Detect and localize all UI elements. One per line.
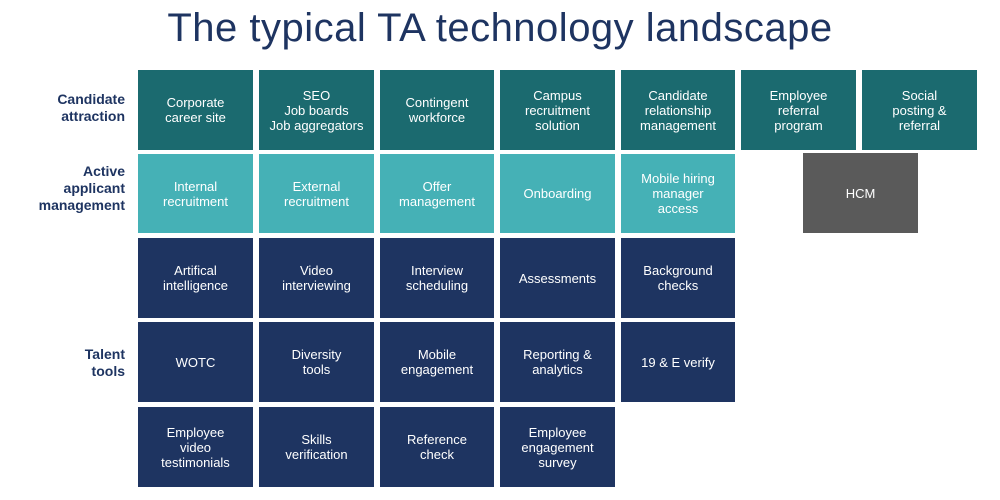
tile-hcm: HCM [803, 153, 918, 233]
tile-assessments: Assessments [500, 238, 615, 318]
tile-candidate-relationship-management: Candidate relationship management [621, 70, 735, 150]
tile-mobile-engagement: Mobile engagement [380, 322, 494, 402]
tile-employee-video-testimonials: Employee video testimonials [138, 407, 253, 487]
page-title: The typical TA technology landscape [167, 6, 833, 50]
tile-campus-recruitment: Campus recruitment solution [500, 70, 615, 150]
tile-onboarding: Onboarding [500, 154, 615, 233]
tile-interview-scheduling: Interview scheduling [380, 238, 494, 318]
tile-seo-job-boards: SEO Job boards Job aggregators [259, 70, 374, 150]
tile-employee-engagement-survey: Employee engagement survey [500, 407, 615, 487]
tile-video-interviewing: Video interviewing [259, 238, 374, 318]
tile-background-checks: Background checks [621, 238, 735, 318]
tile-contingent-workforce: Contingent workforce [380, 70, 494, 150]
tile-skills-verification: Skills verification [259, 407, 374, 487]
tile-external-recruitment: External recruitment [259, 154, 374, 233]
tile-reference-check: Reference check [380, 407, 494, 487]
tile-diversity-tools: Diversity tools [259, 322, 374, 402]
tile-corporate-career-site: Corporate career site [138, 70, 253, 150]
tile-mobile-hiring-manager-access: Mobile hiring manager access [621, 154, 735, 233]
tile-reporting-analytics: Reporting & analytics [500, 322, 615, 402]
tile-wotc: WOTC [138, 322, 253, 402]
row-label-active-applicant-management: Active applicant management [38, 163, 125, 213]
row-label-candidate-attraction: Candidate attraction [57, 91, 125, 124]
tile-social-posting-referral: Social posting & referral [862, 70, 977, 150]
tile-artificial-intelligence: Artifical intelligence [138, 238, 253, 318]
row-label-talent-tools: Talent tools [84, 346, 125, 379]
tile-i9-e-verify: 19 & E verify [621, 322, 735, 402]
tile-internal-recruitment: Internal recruitment [138, 154, 253, 233]
tile-employee-referral-program: Employee referral program [741, 70, 856, 150]
tile-offer-management: Offer management [380, 154, 494, 233]
